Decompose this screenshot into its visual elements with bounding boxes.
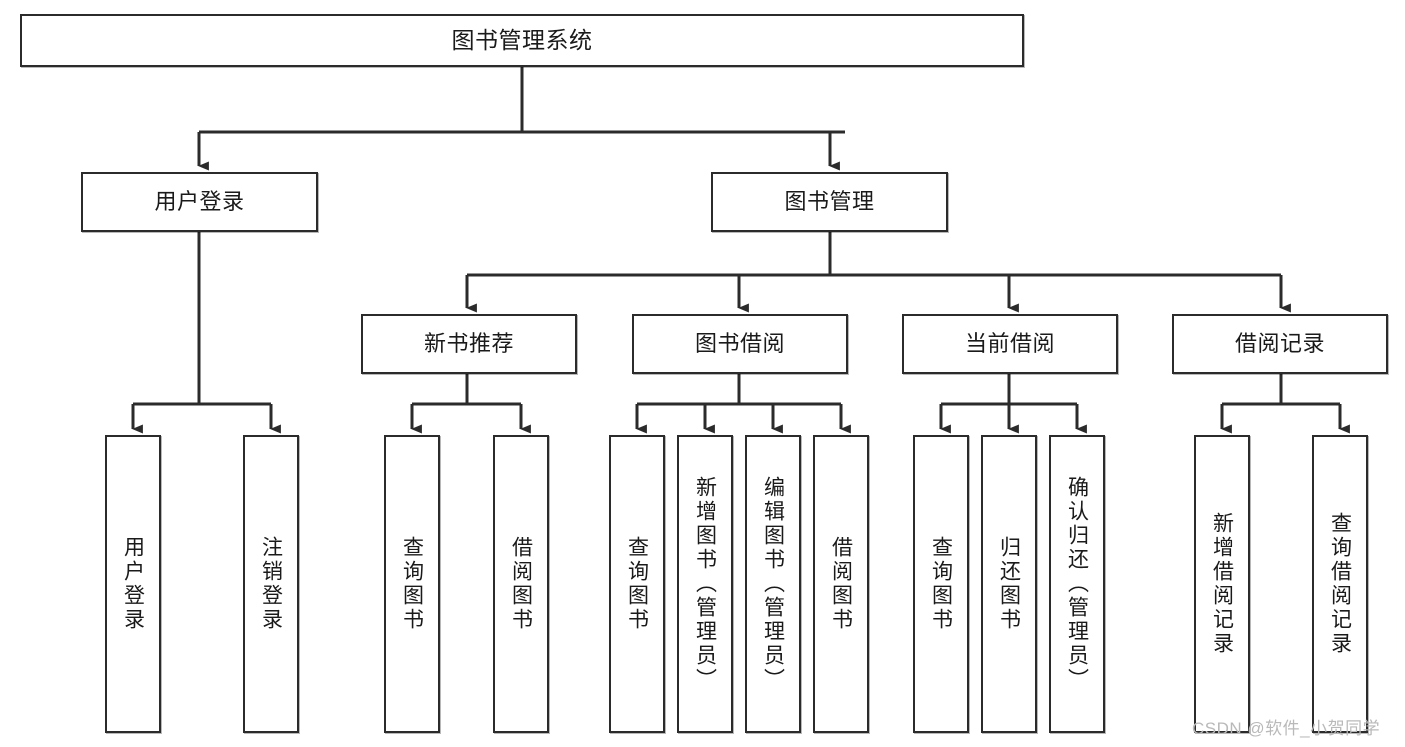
node-leaf-edit-book-admin[interactable]: 编辑图书（管理员） [745, 435, 801, 733]
node-label: 借阅记录 [1234, 331, 1325, 357]
node-leaf-add-borrow-record[interactable]: 新增借阅记录 [1194, 435, 1250, 733]
node-label: 查询图书 [929, 536, 953, 632]
node-user-login[interactable]: 用户登录 [81, 172, 318, 232]
node-label: 图书管理系统 [451, 27, 593, 54]
watermark-text: CSDN @软件_小贺同学 [1192, 719, 1381, 738]
node-leaf-confirm-return-admin[interactable]: 确认归还（管理员） [1049, 435, 1105, 733]
node-root-book-management-system[interactable]: 图书管理系统 [20, 14, 1024, 67]
node-leaf-query-borrow-record[interactable]: 查询借阅记录 [1312, 435, 1368, 733]
node-leaf-return-book[interactable]: 归还图书 [981, 435, 1037, 733]
node-current-borrow[interactable]: 当前借阅 [902, 314, 1118, 374]
node-label: 新增借阅记录 [1210, 512, 1234, 656]
node-leaf-query-book[interactable]: 查询图书 [609, 435, 665, 733]
node-label: 借阅图书 [829, 536, 853, 632]
node-leaf-user-login[interactable]: 用户登录 [105, 435, 161, 733]
node-label: 图书管理 [784, 189, 875, 215]
node-new-book-recommend[interactable]: 新书推荐 [361, 314, 577, 374]
node-label: 用户登录 [121, 536, 145, 632]
node-label: 新增图书（管理员） [693, 476, 717, 692]
node-label: 查询借阅记录 [1328, 512, 1352, 656]
node-label: 新书推荐 [423, 331, 514, 357]
node-label: 归还图书 [997, 536, 1021, 632]
node-leaf-add-book-admin[interactable]: 新增图书（管理员） [677, 435, 733, 733]
node-leaf-borrow-book[interactable]: 借阅图书 [813, 435, 869, 733]
node-label: 编辑图书（管理员） [761, 476, 785, 692]
node-book-management[interactable]: 图书管理 [711, 172, 948, 232]
node-borrow-record[interactable]: 借阅记录 [1172, 314, 1388, 374]
node-label: 注销登录 [259, 536, 283, 632]
node-label: 查询图书 [400, 536, 424, 632]
node-label: 查询图书 [625, 536, 649, 632]
node-label: 借阅图书 [509, 536, 533, 632]
node-book-borrow[interactable]: 图书借阅 [632, 314, 848, 374]
node-label: 确认归还（管理员） [1065, 476, 1089, 692]
node-label: 图书借阅 [694, 331, 785, 357]
node-leaf-query-book-current[interactable]: 查询图书 [913, 435, 969, 733]
node-label: 当前借阅 [964, 331, 1055, 357]
node-leaf-query-book-recommend[interactable]: 查询图书 [384, 435, 440, 733]
node-leaf-logout[interactable]: 注销登录 [243, 435, 299, 733]
node-label: 用户登录 [154, 189, 245, 215]
node-leaf-borrow-book-recommend[interactable]: 借阅图书 [493, 435, 549, 733]
